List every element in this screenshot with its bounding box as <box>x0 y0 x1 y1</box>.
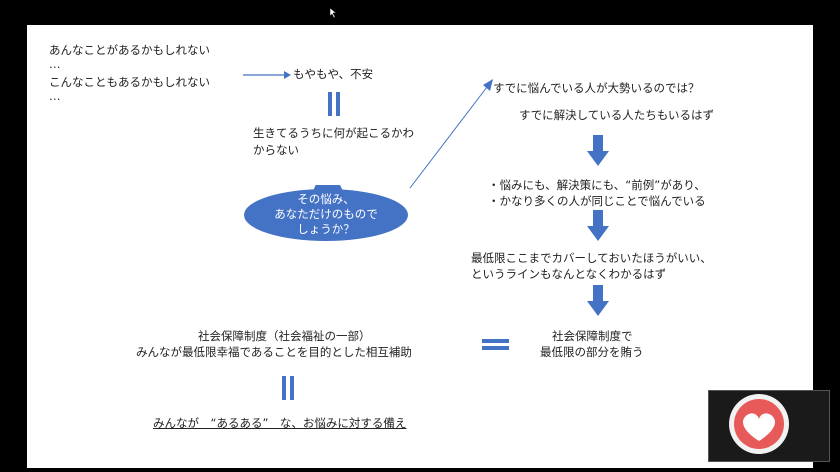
text-dots1: … <box>49 57 61 71</box>
text-line1: あんなことがあるかもしれない <box>49 43 210 57</box>
equals-vertical-icon <box>328 92 340 116</box>
arrow-diagonal-icon <box>409 79 493 189</box>
equals-vertical-icon <box>282 376 294 400</box>
bullet-text-2: ・かなり多くの人が同じことで悩んでいる <box>488 194 706 208</box>
bullet-text-1: ・悩みにも、解決策にも、“前例”があり、 <box>488 178 706 192</box>
text-line2: こんなこともあるかもしれない <box>49 75 210 89</box>
arrow-down-icon <box>587 285 609 316</box>
bubble-text-1: その悩み、 <box>297 192 355 206</box>
webcam-overlay <box>708 390 830 462</box>
mouse-cursor-icon <box>330 8 337 18</box>
anxiety-text: もやもや、不安 <box>293 67 374 81</box>
ss-description: みんなが最低限幸福であることを目的とした相互補助 <box>136 345 412 359</box>
speech-bubble <box>244 185 408 241</box>
slide: あんなことがあるかもしれない … こんなこともあるかもしれない … もやもや、不… <box>27 25 813 468</box>
social-security-text-1: 社会保障制度で <box>552 329 633 343</box>
social-security-text-2: 最低限の部分を賄う <box>540 345 644 359</box>
arrow-down-icon <box>587 210 609 241</box>
heart-icon <box>729 394 789 454</box>
equals-icon <box>482 339 509 350</box>
bubble-text-2: あなただけのもので <box>274 207 378 221</box>
living-text-1: 生きてるうちに何が起こるかわ <box>253 126 414 140</box>
answer-text: すでに解決している人たちもいるはず <box>519 108 715 122</box>
text-dots2: … <box>49 89 61 103</box>
arrow-right-icon <box>243 71 291 79</box>
conclusion-text: みんなが “あるある” な、お悩みに対する備え <box>153 416 407 430</box>
bubble-text-3: しょうか？ <box>297 222 355 236</box>
living-text-2: からない <box>253 143 299 157</box>
min-text-2: というラインもなんとなくわかるはず <box>471 267 667 281</box>
question-text: すでに悩んでいる人が大勢いるのでは？ <box>493 81 700 95</box>
arrow-down-icon <box>587 135 609 166</box>
ss-title: 社会保障制度（社会福祉の一部） <box>198 329 371 343</box>
min-text-1: 最低限ここまでカバーしておいたほうがいい、 <box>471 251 712 265</box>
